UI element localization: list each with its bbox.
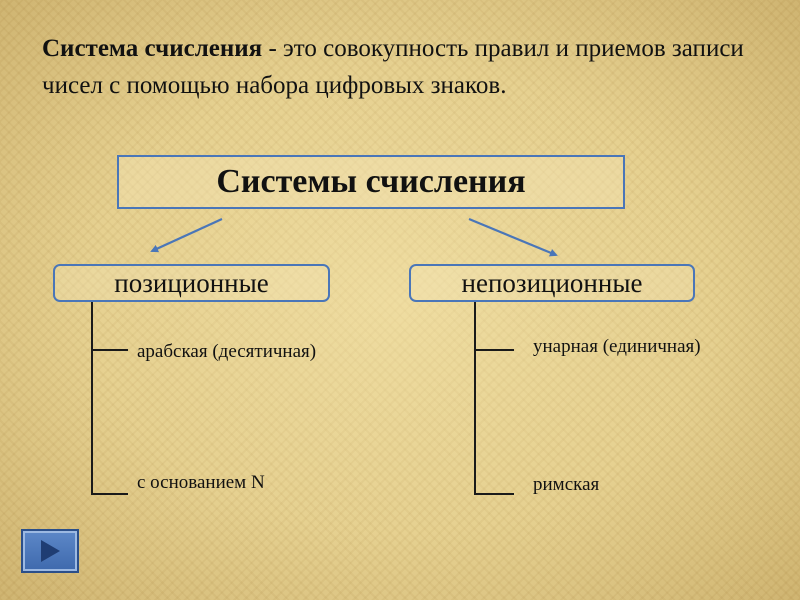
nonpositional-branch-1 bbox=[474, 349, 514, 351]
nonpositional-item-roman: римская bbox=[533, 474, 600, 495]
category-positional: позиционные bbox=[53, 264, 330, 302]
category-nonpositional: непозиционные bbox=[409, 264, 695, 302]
nonpositional-branch-2 bbox=[474, 493, 514, 495]
arrow-to-positional bbox=[150, 217, 223, 253]
definition-body: - это совокупность правил и приемов запи… bbox=[42, 35, 744, 99]
nonpositional-tree-trunk bbox=[474, 302, 476, 495]
category-positional-label: позиционные bbox=[114, 267, 269, 298]
play-triangle-icon bbox=[41, 540, 60, 562]
positional-tree-trunk bbox=[91, 302, 93, 495]
positional-item-arabic: арабская (десятичная) bbox=[137, 341, 317, 362]
positional-branch-2 bbox=[91, 493, 128, 495]
definition-term: Система счисления bbox=[42, 35, 263, 62]
root-label: Системы счисления bbox=[216, 163, 526, 200]
category-nonpositional-label: непозиционные bbox=[461, 267, 643, 298]
definition-text: Система счисления - это совокупность пра… bbox=[42, 30, 762, 104]
root-box: Системы счисления bbox=[117, 155, 625, 209]
positional-branch-1 bbox=[91, 349, 128, 351]
next-slide-button[interactable] bbox=[21, 529, 79, 573]
positional-item-base-n: с основанием N bbox=[137, 472, 265, 493]
arrow-to-nonpositional bbox=[468, 217, 558, 257]
nonpositional-item-unary: унарная (единичная) bbox=[533, 336, 701, 357]
